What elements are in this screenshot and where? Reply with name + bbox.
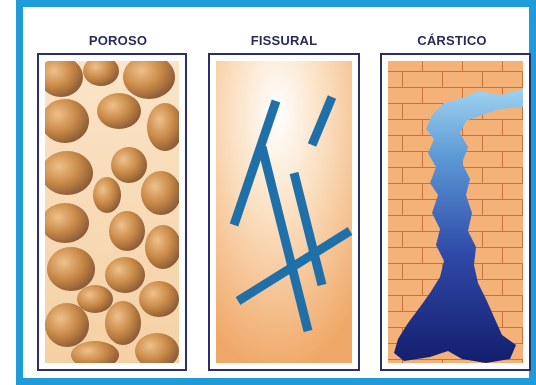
label-fissural: FISSURAL xyxy=(250,33,318,48)
karst-cave-illustration xyxy=(388,61,523,363)
label-carstico: CÁRSTICO xyxy=(417,33,487,48)
label-poroso: POROSO xyxy=(88,33,148,48)
fractures-illustration xyxy=(216,61,353,363)
pebbles-illustration xyxy=(45,61,179,363)
panel-poroso xyxy=(37,53,187,371)
panel-carstico xyxy=(380,53,531,371)
panel-fissural xyxy=(208,53,360,371)
